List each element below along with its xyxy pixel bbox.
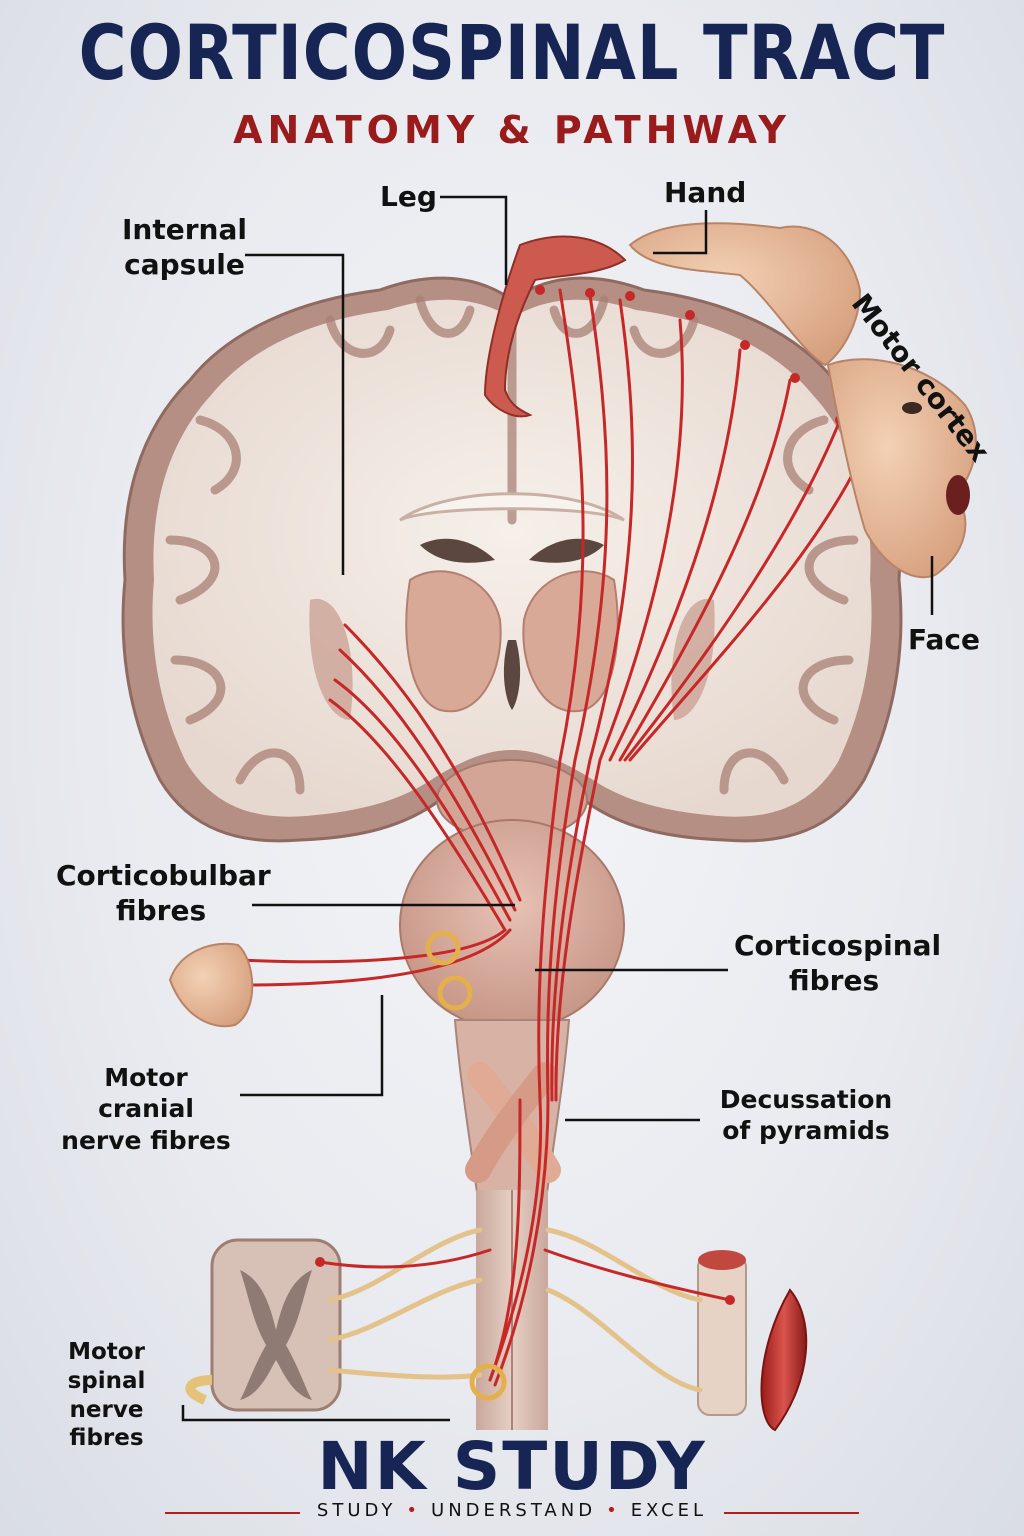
leader-lines bbox=[181, 195, 934, 1422]
footer-rule-right bbox=[724, 1512, 859, 1514]
brain-section bbox=[121, 276, 903, 843]
brainstem bbox=[399, 759, 625, 1430]
skeletal-muscle bbox=[697, 1250, 808, 1432]
label-motor-cranial-nerve-fibres: Motor cranial nerve fibres bbox=[61, 1063, 231, 1155]
tagline-understand: UNDERSTAND bbox=[431, 1500, 597, 1521]
page-subtitle: ANATOMY & PATHWAY bbox=[233, 108, 791, 152]
label-internal-capsule: Internal capsule bbox=[122, 213, 247, 281]
spinal-cord-section bbox=[185, 1238, 342, 1412]
label-corticobulbar-fibres: Corticobulbar fibres bbox=[56, 859, 271, 927]
page-title: CORTICOSPINAL TRACT bbox=[78, 8, 946, 97]
label-motor-spinal-nerve-fibres: Motor spinal nerve fibres bbox=[67, 1339, 146, 1452]
label-decussation-of-pyramids: Decussation of pyramids bbox=[719, 1085, 893, 1146]
homunculus-face bbox=[826, 358, 977, 579]
nuclei-rings bbox=[425, 930, 507, 1401]
brand-logo-text: NK STUDY bbox=[317, 1428, 707, 1505]
label-corticospinal-fibres: Corticospinal fibres bbox=[734, 929, 942, 997]
tagline-dot: • bbox=[406, 1500, 422, 1521]
corticospinal-fibres bbox=[238, 288, 862, 1387]
tagline-excel: EXCEL bbox=[630, 1500, 708, 1521]
label-hand: Hand bbox=[664, 176, 747, 209]
homunculus-leg bbox=[483, 235, 627, 418]
tagline-dot: • bbox=[606, 1500, 621, 1521]
footer-rule-left bbox=[165, 1512, 300, 1514]
cranial-target bbox=[168, 942, 254, 1028]
footer-tagline: STUDY • UNDERSTAND • EXCEL bbox=[0, 1500, 1024, 1521]
tagline-study: STUDY bbox=[316, 1500, 397, 1521]
homunculus-hand bbox=[628, 222, 862, 367]
label-face: Face bbox=[908, 623, 980, 656]
label-leg: Leg bbox=[380, 180, 437, 213]
